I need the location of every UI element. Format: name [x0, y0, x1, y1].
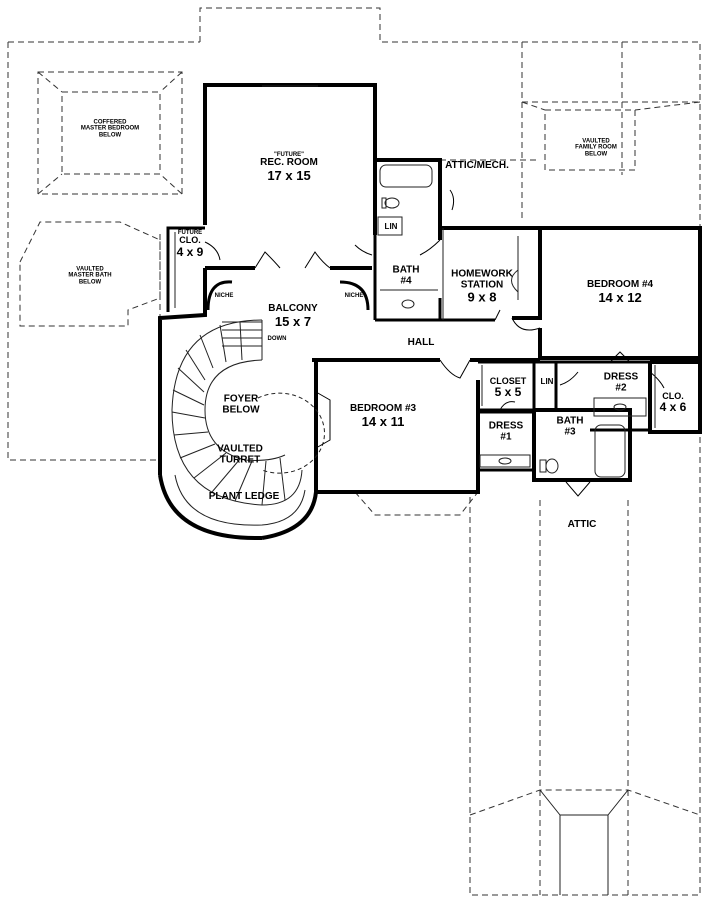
dress1-name: DRESS — [488, 420, 524, 432]
niche1-text: NICHE — [214, 292, 234, 299]
attic-mech-text: ATTIC/MECH. — [445, 159, 509, 171]
balcony-dims: 15 x 7 — [274, 313, 312, 329]
bedroom4-dims: 14 x 12 — [598, 289, 642, 305]
vaulted-bath-line1: VAULTED — [76, 266, 104, 273]
bath4-number: #4 — [400, 275, 412, 286]
vaulted-bath-line3: BELOW — [78, 279, 102, 286]
closet-label: CLOSET 5 x 5 — [489, 375, 527, 400]
doors — [204, 189, 665, 497]
bedroom3-dims: 14 x 11 — [361, 413, 405, 429]
future-closet-dims: 4 x 9 — [176, 244, 204, 259]
future-closet-label: FUTURE CLO. 4 x 9 — [177, 230, 204, 258]
plant-ledge-text: PLANT LEDGE — [208, 490, 280, 502]
hall-text: HALL — [407, 336, 435, 348]
future-closet-name: CLO. — [179, 235, 201, 246]
vaulted-bath-label: VAULTED MASTER BATH BELOW — [68, 267, 111, 286]
linen1-text: LIN — [384, 221, 398, 231]
foyer-text: FOYER — [223, 393, 259, 405]
turret-label: VAULTED TURRET — [217, 443, 263, 466]
linen2-label: LIN — [540, 376, 554, 386]
vaulted-family-label: VAULTED FAMILY ROOM BELOW — [575, 139, 617, 158]
clo46-name: CLO. — [662, 390, 684, 401]
coffered-ceiling-symbol — [37, 71, 183, 195]
attic-label: ATTIC — [567, 518, 597, 531]
turret-text2: TURRET — [219, 454, 261, 465]
coffered-line2: MASTER BEDROOM — [80, 125, 140, 132]
vaulted-bath-outline — [19, 221, 161, 327]
homework-name: HOMEWORK — [451, 268, 513, 280]
walls — [158, 83, 702, 541]
spiral-stair — [171, 319, 325, 506]
foyer-below-text: BELOW — [222, 404, 260, 415]
dress1-label: DRESS #1 — [488, 420, 524, 443]
balcony-name: BALCONY — [268, 302, 318, 314]
niche1-label: NICHE — [215, 293, 234, 299]
down-label: DOWN — [268, 336, 287, 342]
rec-room-prefix: "FUTURE" — [273, 151, 305, 158]
bath3-label: BATH #3 — [556, 415, 584, 438]
coffered-line1: COFFERED — [93, 119, 127, 126]
niche2-label: NICHE — [345, 293, 364, 299]
vaulted-bath-line2: MASTER BATH — [68, 272, 112, 279]
vaulted-family-line3: BELOW — [584, 151, 608, 158]
bath4-name: BATH — [392, 264, 420, 276]
clo46-label: CLO. 4 x 6 — [659, 390, 687, 415]
bath3-number: #3 — [564, 426, 576, 437]
bath4-label: BATH #4 — [392, 264, 420, 287]
closet-name: CLOSET — [489, 375, 527, 386]
foyer-label: FOYER BELOW — [222, 393, 260, 416]
dress2-number: #2 — [615, 382, 627, 393]
bath3-name: BATH — [556, 415, 584, 427]
bedroom3-label: BEDROOM #3 14 x 11 — [349, 402, 417, 429]
rec-room-name: REC. ROOM — [260, 157, 318, 169]
homework-name2: STATION — [460, 279, 504, 291]
dress2-label: DRESS #2 — [603, 371, 639, 394]
bedroom4-name: BEDROOM #4 — [586, 278, 654, 290]
vaulted-family-symbol — [521, 101, 701, 171]
attic-mech-label: ATTIC/MECH. — [445, 159, 509, 172]
homework-dims: 9 x 8 — [467, 289, 497, 305]
rec-room-label: "FUTURE" REC. ROOM 17 x 15 — [260, 152, 318, 182]
homework-label: HOMEWORK STATION 9 x 8 — [451, 268, 513, 305]
dress1-number: #1 — [500, 431, 512, 442]
dress2-name: DRESS — [603, 371, 639, 383]
closet-dims: 5 x 5 — [494, 385, 522, 400]
coffered-line3: BELOW — [98, 132, 122, 139]
clo46-dims: 4 x 6 — [659, 400, 687, 415]
linen2-text: LIN — [540, 376, 554, 386]
down-text: DOWN — [267, 335, 287, 342]
vaulted-family-line1: VAULTED — [582, 138, 610, 145]
fixtures — [174, 164, 656, 478]
coffered-label: COFFERED MASTER BEDROOM BELOW — [81, 120, 139, 139]
niche2-text: NICHE — [344, 292, 364, 299]
linen1-label: LIN — [384, 221, 398, 231]
balcony-label: BALCONY 15 x 7 — [268, 302, 318, 329]
bedroom3-name: BEDROOM #3 — [349, 402, 417, 414]
hall-label: HALL — [407, 336, 435, 349]
turret-text: VAULTED — [217, 443, 263, 455]
attic-text: ATTIC — [567, 518, 597, 530]
vaulted-family-line2: FAMILY ROOM — [575, 144, 617, 151]
bedroom4-label: BEDROOM #4 14 x 12 — [586, 278, 654, 305]
future-closet-prefix: FUTURE — [177, 229, 203, 236]
rec-room-dims: 17 x 15 — [267, 167, 311, 183]
plant-ledge-label: PLANT LEDGE — [208, 490, 280, 503]
